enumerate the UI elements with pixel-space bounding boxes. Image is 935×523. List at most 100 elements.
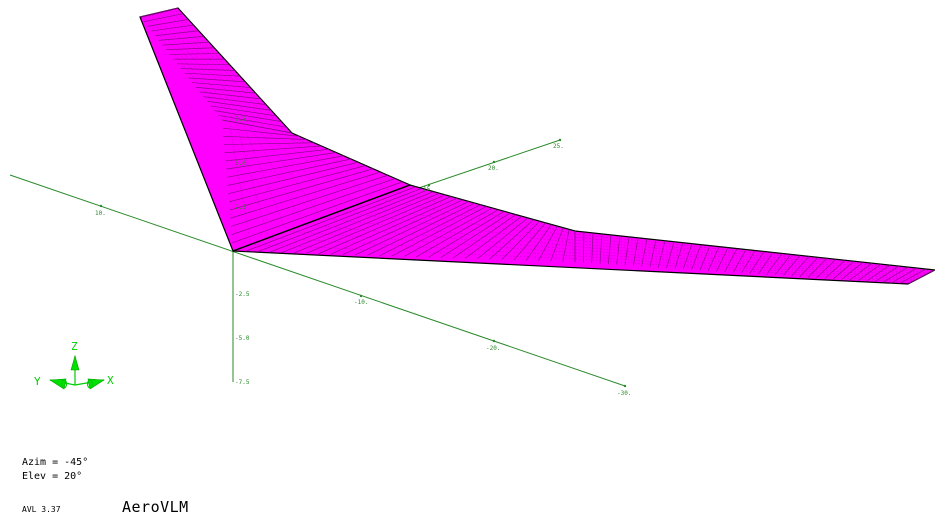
spanwise-panel-line (774, 254, 792, 276)
tick-dot (359, 294, 363, 298)
spanwise-panel-line (225, 148, 329, 162)
config-title: AeroVLM (122, 498, 189, 516)
avl-version: AVL 3.37 (22, 505, 61, 514)
tick-dot (623, 384, 627, 388)
spanwise-panel-line (330, 197, 458, 255)
x-tick-label-neg30: -30. (617, 390, 631, 397)
chordwise-panel-line (574, 240, 927, 275)
spanwise-panel-line (591, 232, 594, 264)
view-angles: Azim = -45° Elev = 20° (22, 456, 88, 484)
x-tick-label-15: 15. (423, 186, 434, 193)
chordwise-panel-line (574, 252, 917, 281)
z-tick-label-neg7-5: -7.5 (235, 379, 250, 386)
spanwise-panel-line (224, 142, 315, 145)
x-tick-label-neg20: -20. (486, 345, 500, 352)
chordwise-panel-line (574, 243, 925, 276)
chordwise-panel-line (147, 15, 237, 123)
spanwise-panel-line (229, 168, 374, 211)
spanwise-panel-line (882, 266, 909, 283)
z-tick-label-7-5: 7.5 (235, 116, 246, 123)
spanwise-panel-line (607, 234, 612, 265)
spanwise-panel-line (214, 110, 282, 122)
chordwise-panel-line (574, 233, 933, 272)
y-tick-label-10: 10. (95, 210, 106, 217)
spanwise-panel-line (724, 248, 738, 273)
chordwise-panel-line (250, 244, 576, 260)
triad-z-arrow (70, 354, 80, 371)
chordwise-panel-line (256, 126, 322, 219)
chordwise-panel-line (151, 14, 244, 125)
spanwise-panel-line (139, 7, 179, 18)
chordwise-panel-line (166, 10, 272, 130)
spanwise-panel-line (674, 242, 684, 269)
triad-x-label: X (107, 374, 114, 387)
spanwise-panel-line (849, 262, 873, 281)
triad-z-label: Z (71, 340, 78, 353)
chordwise-panel-line (242, 123, 287, 232)
spanwise-panel-line (899, 268, 927, 284)
spanwise-panel-line (391, 206, 487, 257)
chordwise-panel-line (286, 230, 576, 253)
spanwise-panel-line (210, 105, 277, 117)
spanwise-panel-line (203, 96, 267, 105)
chordwise-panel-line (162, 11, 265, 128)
chordwise-panel-line (574, 249, 919, 279)
spanwise-panel-line (232, 181, 403, 244)
spanwise-panel-line (224, 145, 322, 154)
wing (139, 7, 935, 285)
wing-root-chord (232, 184, 411, 252)
tick-dot (492, 339, 496, 343)
chordwise-panel-line (284, 131, 393, 192)
chordwise-panel-line (270, 128, 358, 205)
chordwise-panel-line (574, 246, 922, 278)
spanwise-panel-line (757, 252, 774, 275)
triad-y-ring (60, 379, 68, 389)
spanwise-panel-line (228, 161, 359, 195)
y-axis-line (9, 174, 626, 387)
spanwise-panel-line (207, 100, 272, 111)
wing-vortex-lattice (139, 7, 935, 285)
spanwise-panel-line (226, 152, 337, 170)
spanwise-panel-line (741, 250, 756, 274)
spanwise-panel-line (513, 222, 546, 261)
spanwise-panel-line (195, 86, 256, 94)
spanwise-panel-line (245, 186, 417, 252)
chordwise-panel-line (339, 211, 576, 244)
chordwise-panel-line (170, 9, 279, 131)
chordwise-panel-line (249, 125, 305, 225)
triad-y-label: Y (34, 375, 41, 388)
spanwise-panel-line (306, 194, 446, 254)
orientation-triad: Z Y X (34, 340, 114, 390)
spanwise-panel-line (489, 219, 534, 260)
spanwise-panel-line (550, 227, 564, 262)
spanwise-panel-line (230, 174, 388, 227)
chordwise-panel-line (374, 197, 576, 238)
spanwise-panel-line (791, 256, 810, 277)
axis-ticks: 10. 15. 20. 25. -10. -20. -30. 7.5 5.0 2… (95, 116, 631, 397)
azim-readout: Azim = -45° (22, 457, 89, 468)
tick-dot (492, 160, 496, 164)
chordwise-panel-line (277, 130, 375, 199)
x-tick-label-20: 20. (488, 165, 499, 172)
spanwise-panel-line (230, 171, 381, 219)
x-tick-label-neg10: -10. (354, 299, 368, 306)
spanwise-panel-line (428, 210, 505, 258)
spanwise-panel-line (269, 189, 428, 253)
chordwise-panel-line (574, 255, 914, 282)
spanwise-panel-line (866, 264, 891, 282)
chordwise-panel-line (356, 204, 576, 241)
z-tick-label-2-5: 2.5 (235, 204, 246, 211)
chordwise-panel-line (235, 122, 269, 238)
spanwise-panel-line (452, 214, 517, 259)
spanwise-panel-line (226, 155, 344, 178)
tick-dot (99, 204, 103, 208)
spanwise-panel-line (657, 240, 666, 268)
spanwise-panel-line (143, 13, 184, 23)
tick-dot (427, 183, 431, 187)
spanwise-panel-line (222, 127, 300, 137)
elev-readout: Elev = 20° (22, 471, 83, 482)
spanwise-panel-line (641, 238, 648, 267)
x-tick-label-25: 25. (553, 143, 564, 150)
chordwise-panel-line (268, 237, 576, 257)
z-tick-label-5-0: 5.0 (235, 160, 246, 167)
